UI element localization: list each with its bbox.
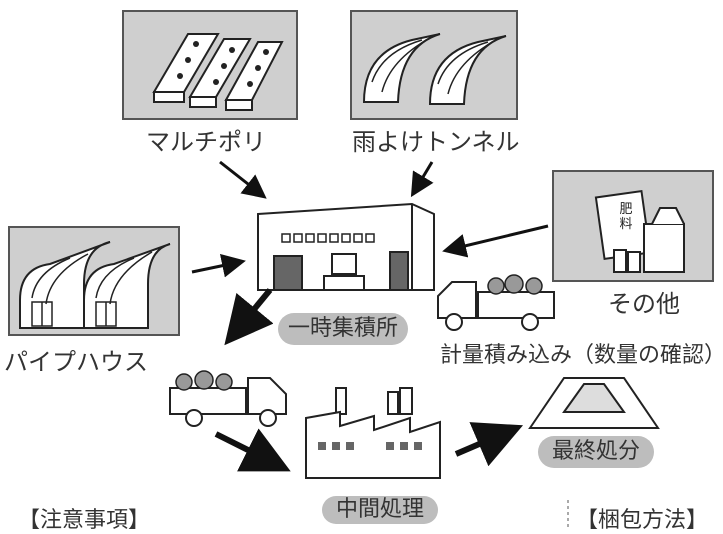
loading-label: 計量積み込み（数量の確認） xyxy=(440,343,723,368)
arrow-storage-to-truck xyxy=(224,288,274,346)
arrow-truck-to-factory xyxy=(214,428,291,472)
arrow-mulch-to-storage xyxy=(219,160,267,199)
mulch-panel xyxy=(122,10,298,120)
loading-truck-icon xyxy=(437,274,555,331)
other-panel: 肥 料 xyxy=(552,170,714,282)
arrow-pipe-house-to-storage xyxy=(191,253,246,278)
tunnel-panel xyxy=(350,10,518,120)
tunnel-label: 雨よけトンネル xyxy=(352,128,520,156)
tunnel-illustration xyxy=(362,33,507,105)
final-label: 最終処分 xyxy=(538,436,654,468)
pipe-house-label: パイプハウス xyxy=(4,348,148,376)
landfill-icon xyxy=(528,377,660,429)
arrow-other-to-storage xyxy=(442,224,549,258)
intermediate-label: 中間処理 xyxy=(322,496,438,524)
notes-divider xyxy=(567,500,569,530)
pipe-house-panel xyxy=(8,226,180,336)
arrow-tunnel-to-storage xyxy=(410,161,434,198)
notes-heading-left: 【注意事項】 xyxy=(18,508,151,533)
warehouse-icon xyxy=(257,202,435,291)
pipe-house-illustration xyxy=(19,241,171,329)
factory-icon xyxy=(305,387,441,479)
transport-truck-icon xyxy=(169,370,287,427)
temporary-storage-label: 一時集積所 xyxy=(278,313,408,345)
fertilizer-bag-text: 肥 料 xyxy=(619,202,633,232)
mulch-label: マルチポリ xyxy=(146,128,266,156)
mulch-illustration xyxy=(152,33,284,111)
other-label: その他 xyxy=(608,290,680,318)
arrow-factory-to-landfill xyxy=(454,422,524,467)
notes-heading-right: 【梱包方法】 xyxy=(576,508,709,533)
other-illustration xyxy=(594,189,685,273)
